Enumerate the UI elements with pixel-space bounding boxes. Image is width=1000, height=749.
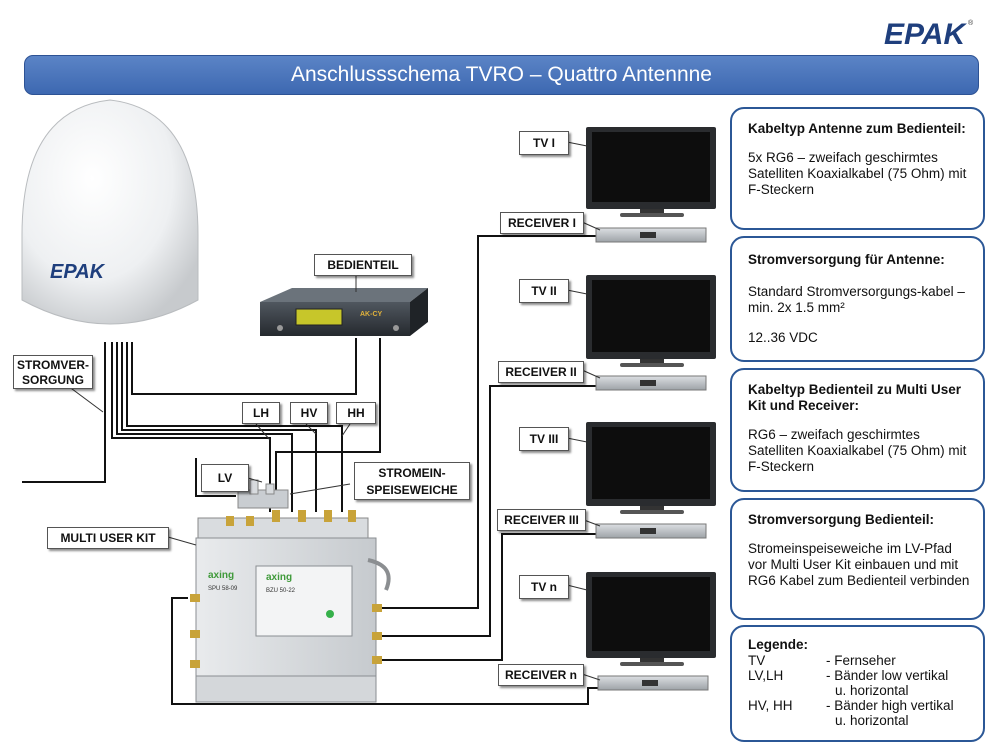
registered-mark: ®: [968, 19, 974, 27]
epak-logo: EPAK ®: [882, 16, 974, 51]
label-receiver-4: RECEIVER n: [498, 664, 584, 686]
label-receiver-3: RECEIVER III: [497, 509, 586, 531]
bedienteil-unit: AK-CY: [260, 288, 428, 336]
info-box-antenna-power: Stromversorgung für Antenne: Standard St…: [730, 236, 985, 362]
antenna-dome: EPAK: [21, 99, 199, 325]
info-heading: Stromversorgung für Antenne:: [748, 252, 945, 267]
info-text: RG6 – zweifach geschirmtes Satelliten Ko…: [748, 427, 967, 474]
tv-set-2: [586, 275, 716, 391]
multiswitch-model: SPU 58-09: [208, 586, 238, 592]
multiswitch-brand: axing: [208, 570, 234, 581]
antenna-cables: [22, 338, 381, 512]
label-tv-4: TV n: [519, 575, 569, 599]
legend-row: HV, HH- Bänder high vertikal: [748, 698, 954, 713]
info-text: 5x RG6 – zweifach geschirmtes Satelliten…: [748, 150, 967, 197]
label-hv: HV: [290, 402, 328, 424]
label-tv-2: TV II: [519, 279, 569, 303]
label-hh: HH: [336, 402, 376, 424]
legend-row: u. horizontal: [835, 683, 909, 698]
label-bedienteil: BEDIENTEIL: [314, 254, 412, 276]
info-box-control-cable: Kabeltyp Bedienteil zu Multi User Kit un…: [730, 368, 985, 492]
info-heading: Kabeltyp Antenne zum Bedienteil:: [748, 121, 966, 136]
info-heading: Stromversorgung Bedienteil:: [748, 512, 935, 527]
bedienteil-display: [295, 308, 343, 326]
tv-set-3: [586, 422, 716, 539]
label-multi-user-kit: MULTI USER KIT: [47, 527, 169, 549]
module-brand: axing: [266, 572, 292, 583]
label-lv: LV: [201, 464, 249, 492]
info-box-control-power: Stromversorgung Bedienteil: Stromeinspei…: [730, 498, 985, 620]
label-tv-3: TV III: [519, 427, 569, 451]
label-stromeinspeiseweiche: STROMEIN- SPEISEWEICHE: [354, 462, 470, 500]
legend-title: Legende:: [748, 637, 809, 652]
label-receiver-2: RECEIVER II: [498, 361, 584, 383]
info-text: Stromeinspeiseweiche im LV-Pfad vor Mult…: [748, 541, 970, 588]
module-model: BZU 50-22: [266, 588, 296, 594]
legend-row: LV,LH- Bänder low vertikal: [748, 668, 949, 683]
multiswitch-unit: axing SPU 58-09 axing BZU 50-22: [190, 510, 391, 703]
page-title: Anschlussschema TVRO – Quattro Antennne: [24, 55, 979, 95]
info-text-voltage: 12..36 VDC: [748, 330, 818, 345]
label-tv-1: TV I: [519, 131, 569, 155]
label-lh: LH: [242, 402, 280, 424]
antenna-logo: EPAK: [50, 261, 106, 283]
callout-lines: [59, 141, 601, 681]
info-text: Standard Stromversorgungs-kabel – min. 2…: [748, 284, 965, 315]
receiver-cables: [171, 235, 598, 705]
legend-row: u. horizontal: [835, 713, 909, 728]
bedienteil-brand: AK-CY: [360, 311, 382, 318]
legend-row: TV- Fernseher: [748, 653, 896, 668]
tv-set-1: [586, 127, 716, 243]
label-stromversorgung: STROMVER- SORGUNG: [13, 355, 93, 389]
info-heading: Kabeltyp Bedienteil zu Multi User Kit un…: [748, 382, 962, 413]
legend-box: Legende: TV- Fernseher LV,LH- Bänder low…: [730, 625, 985, 742]
label-receiver-1: RECEIVER I: [500, 212, 584, 234]
logo-text: EPAK: [884, 18, 967, 48]
info-box-antenna-cable: Kabeltyp Antenne zum Bedienteil: 5x RG6 …: [730, 107, 985, 230]
tv-set-4: [586, 572, 716, 691]
